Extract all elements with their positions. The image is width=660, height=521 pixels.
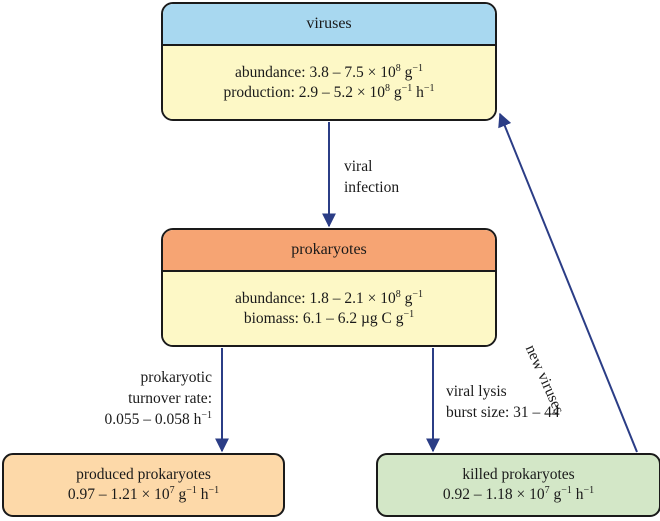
viruses-stats: abundance: 3.8 – 7.5 × 108 g−1 productio… bbox=[163, 46, 495, 119]
produced-title: produced prokaryotes bbox=[76, 466, 211, 483]
prokaryotes-stats: abundance: 1.8 – 2.1 × 108 g−1 biomass: … bbox=[163, 272, 495, 345]
turnover-rate-label: prokaryotic turnover rate: 0.055 – 0.058… bbox=[104, 369, 212, 428]
arrow-new-viruses bbox=[498, 112, 638, 453]
prokaryotes-biomass: biomass: 6.1 – 6.2 µg C g−1 bbox=[243, 308, 415, 327]
killed-value: 0.92 – 1.18 × 107 g−1 h−1 bbox=[442, 485, 595, 504]
produced-value: 0.97 – 1.21 × 107 g−1 h−1 bbox=[67, 485, 220, 504]
prokaryotes-box: prokaryotes abundance: 1.8 – 2.1 × 108 g… bbox=[161, 228, 497, 347]
viruses-box: viruses abundance: 3.8 – 7.5 × 108 g−1 p… bbox=[161, 2, 497, 121]
prokaryotes-title: prokaryotes bbox=[163, 230, 495, 272]
viruses-title: viruses bbox=[163, 4, 495, 46]
killed-prokaryotes-box: killed prokaryotes 0.92 – 1.18 × 107 g−1… bbox=[376, 453, 660, 517]
produced-prokaryotes-box: produced prokaryotes 0.97 – 1.21 × 107 g… bbox=[2, 453, 285, 517]
viruses-production: production: 2.9 – 5.2 × 108 g−1 h−1 bbox=[223, 82, 435, 101]
viral-infection-label: viral infection bbox=[344, 158, 400, 196]
viruses-abundance: abundance: 3.8 – 7.5 × 108 g−1 bbox=[235, 62, 423, 81]
viral-lysis-label: viral lysis burst size: 31 – 44 bbox=[446, 383, 560, 421]
killed-title: killed prokaryotes bbox=[462, 466, 575, 483]
prokaryotes-abundance: abundance: 1.8 – 2.1 × 108 g−1 bbox=[235, 288, 423, 307]
